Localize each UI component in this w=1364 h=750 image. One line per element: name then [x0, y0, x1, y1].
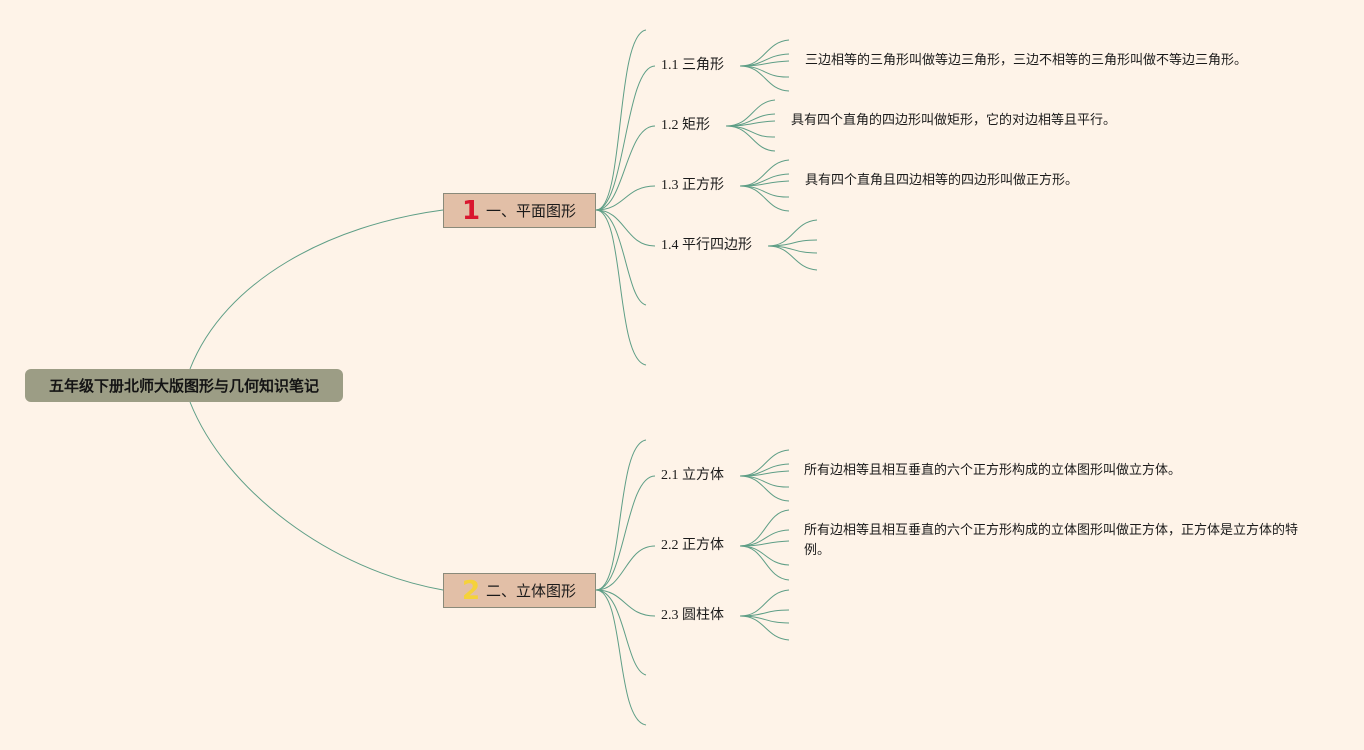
topic-1-2-fan [725, 99, 776, 152]
topic-cylinder[interactable]: 2.3 圆柱体 [661, 608, 724, 623]
section-solid-figures[interactable]: 2 二、立体图形 [443, 573, 596, 608]
root-to-section-2-line [189, 401, 444, 591]
root-topic[interactable]: 五年级下册北师大版图形与几何知识笔记 [25, 369, 343, 402]
section-2-branches [595, 439, 656, 726]
topic-1-1-fan [739, 39, 790, 92]
topic-2-3-fan [739, 589, 790, 641]
root-topic-label: 五年级下册北师大版图形与几何知识笔记 [48, 377, 319, 395]
section-label: 一、平面图形 [486, 202, 577, 220]
note-cube[interactable]: 所有边相等且相互垂直的六个正方形构成的立体图形叫做立方体。 [804, 463, 1182, 478]
topic-1-4-fan [767, 219, 818, 271]
note-square[interactable]: 具有四个直角且四边相等的四边形叫做正方形。 [805, 173, 1079, 188]
topic-triangle[interactable]: 1.1 三角形 [661, 58, 724, 73]
topic-parallelogram[interactable]: 1.4 平行四边形 [661, 238, 752, 253]
section-1-branches [595, 29, 656, 366]
topic-square[interactable]: 1.3 正方形 [661, 178, 724, 193]
topic-rectangle[interactable]: 1.2 矩形 [661, 118, 710, 133]
root-to-section-1-line [189, 209, 444, 370]
topic-1-3-fan [739, 159, 790, 212]
section-label: 二、立体图形 [486, 582, 577, 600]
section-plane-figures[interactable]: 1 一、平面图形 [443, 193, 596, 228]
note-regular-cube[interactable]: 所有边相等且相互垂直的六个正方形构成的立体图形叫做正方体，正方体是立方体的特例。 [804, 523, 1299, 558]
topic-cube[interactable]: 2.1 立方体 [661, 468, 724, 483]
note-rectangle[interactable]: 具有四个直角的四边形叫做矩形，它的对边相等且平行。 [791, 113, 1117, 128]
topic-2-1-fan [739, 449, 790, 502]
topic-2-2-fan [739, 509, 790, 581]
note-triangle[interactable]: 三边相等的三角形叫做等边三角形，三边不相等的三角形叫做不等边三角形。 [805, 53, 1248, 68]
priority-2-icon: 2 [461, 575, 481, 606]
priority-1-icon: 1 [461, 195, 481, 226]
topic-regular-cube[interactable]: 2.2 正方体 [661, 538, 724, 553]
